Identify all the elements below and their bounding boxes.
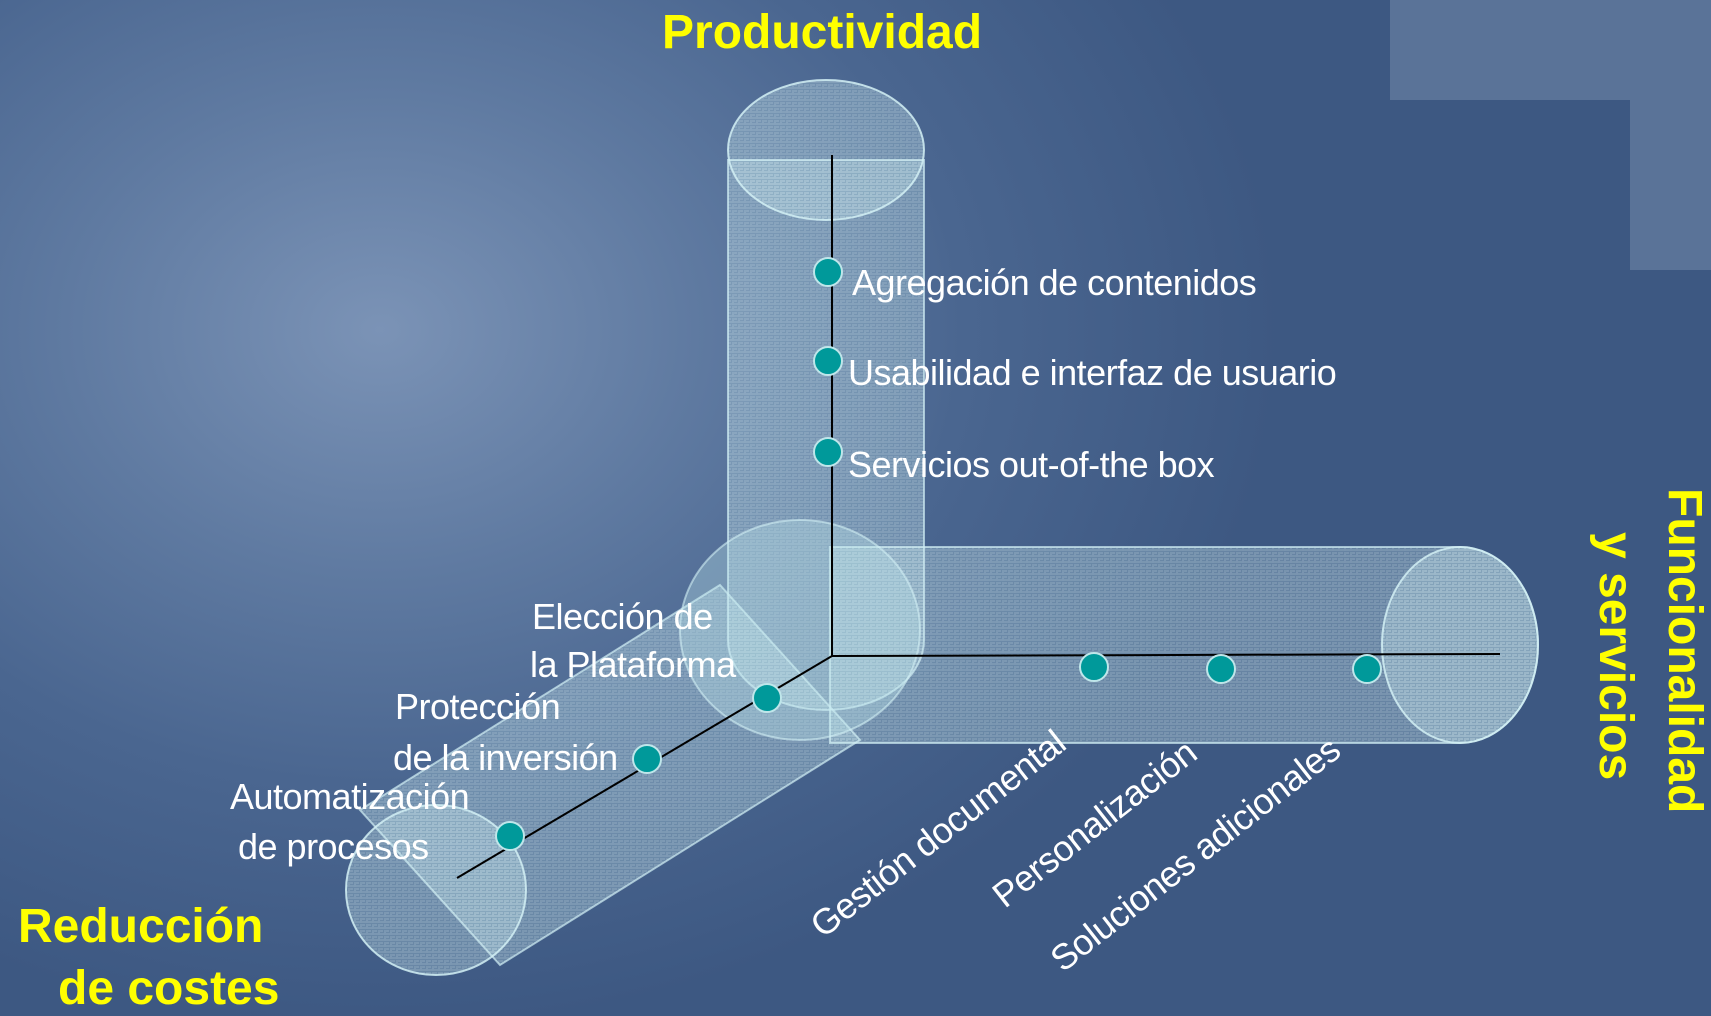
label-automatizacion-line2: de procesos: [238, 826, 429, 867]
horizontal-axis-line: [831, 653, 1501, 657]
axis-title-funcionalidad-line1: Funcionalidad: [1658, 488, 1711, 814]
point-proteccion: [632, 744, 662, 774]
junction-sphere: [679, 519, 921, 741]
label-agregacion: Agregación de contenidos: [852, 262, 1257, 303]
axis-title-funcionalidad-line2: y servicios: [1589, 532, 1642, 781]
corner-decoration: [1390, 0, 1711, 100]
point-automatizacion: [495, 821, 525, 851]
vertical-cylinder: [727, 79, 925, 711]
label-automatizacion-line1: Automatización: [230, 776, 470, 817]
label-proteccion-line1: Protección: [395, 686, 561, 727]
corner-decoration: [1630, 100, 1711, 270]
label-proteccion-line2: de la inversión: [393, 737, 618, 778]
point-personalizacion: [1206, 654, 1236, 684]
point-agregacion: [813, 257, 843, 287]
axis-title-productividad: Productividad: [662, 6, 983, 59]
axis-title-reduccion-line2: de costes: [58, 962, 280, 1015]
label-eleccion-line2: la Plataforma: [530, 644, 736, 685]
horizontal-cylinder: [829, 546, 1539, 744]
point-servicios: [813, 437, 843, 467]
point-soluciones: [1352, 654, 1382, 684]
point-usabilidad: [813, 346, 843, 376]
axis-title-reduccion-line1: Reducción: [18, 900, 264, 953]
point-gestion: [1079, 652, 1109, 682]
point-eleccion: [752, 683, 782, 713]
label-eleccion-line1: Elección de: [532, 596, 713, 637]
label-servicios: Servicios out-of-the box: [848, 444, 1215, 485]
label-usabilidad: Usabilidad e interfaz de usuario: [848, 352, 1337, 393]
